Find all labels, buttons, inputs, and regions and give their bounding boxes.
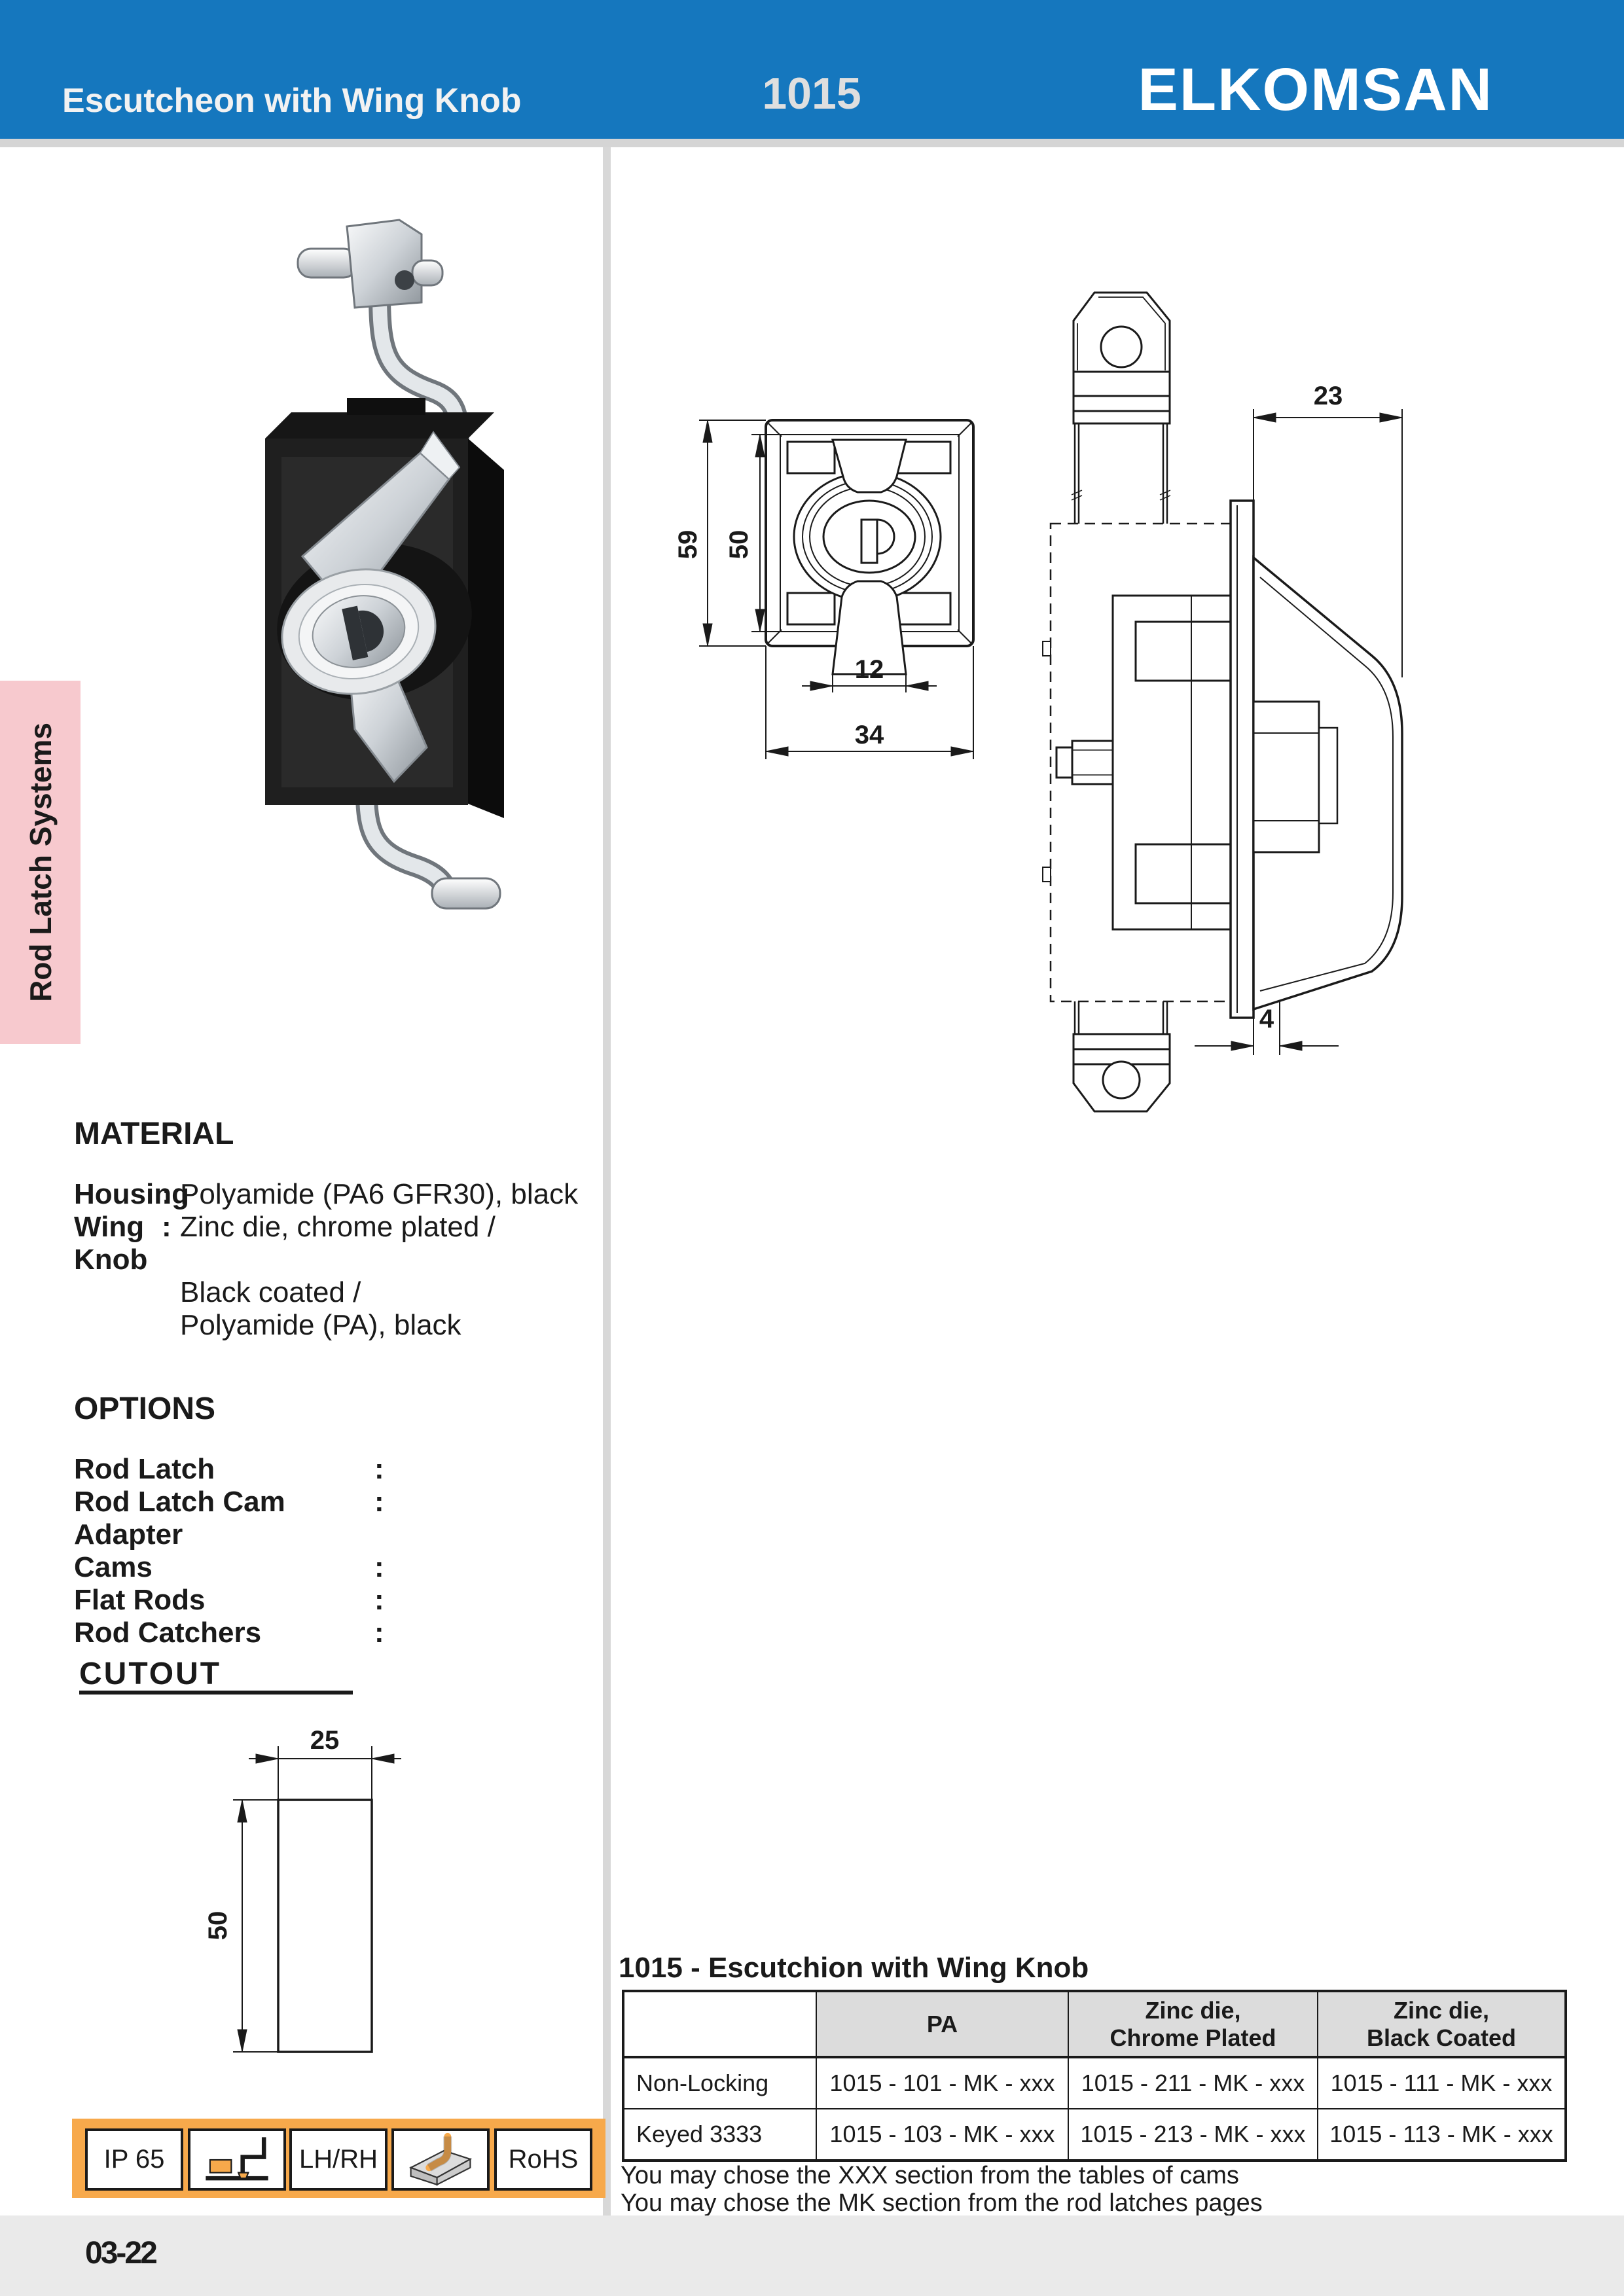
- material-row-wing-knob: Wing Knob : Zinc die, chrome plated /: [74, 1211, 496, 1276]
- part-number-table: PA Zinc die, Chrome Plated Zinc die, Bla…: [622, 1990, 1567, 2162]
- material-row-continuation: Polyamide (PA), black: [74, 1309, 578, 1342]
- note-line: You may chose the MK section from the ro…: [621, 2189, 1263, 2217]
- cutout-heading-underline: [79, 1691, 353, 1695]
- material-label: Housing: [74, 1178, 189, 1210]
- material-value: Zinc die, chrome plated /: [180, 1211, 496, 1243]
- cutout-heading: CUTOUT: [79, 1657, 222, 1691]
- dim-12: 12: [855, 655, 884, 684]
- column-divider: [603, 147, 611, 2215]
- table-row: Keyed 3333 1015 - 103 - MK - xxx 1015 - …: [623, 2108, 1566, 2161]
- category-tab: Rod Latch Systems: [0, 681, 81, 1044]
- material-value: Polyamide (PA6 GFR30), black: [180, 1178, 579, 1210]
- certification-strip: IP 65 LH/RH RoHS: [72, 2119, 605, 2198]
- top-bracket-head: [297, 219, 444, 309]
- material-row-continuation: Black coated /: [74, 1276, 578, 1309]
- knob-boss: [281, 568, 437, 695]
- brand-logo: ELKOMSAN: [1138, 56, 1493, 123]
- dim-23: 23: [1314, 382, 1343, 410]
- col-header-pa: PA: [816, 1990, 1069, 2058]
- product-photo: [265, 219, 504, 910]
- material-rows: Housing : Polyamide (PA6 GFR30), black W…: [74, 1178, 578, 1342]
- page-number: 03-22: [85, 2236, 158, 2270]
- table-row: Non-Locking 1015 - 101 - MK - xxx 1015 -…: [623, 2056, 1566, 2109]
- rod-channel-icon: [408, 2132, 473, 2186]
- part-number: 1015 - 111 - MK - xxx: [1317, 2056, 1566, 2109]
- option-row: Rod Catchers:: [74, 1617, 384, 1649]
- part-number: 1015 - 213 - MK - xxx: [1068, 2108, 1318, 2161]
- part-number: 1015 - 113 - MK - xxx: [1317, 2108, 1566, 2161]
- ip65-badge: IP 65: [85, 2128, 183, 2191]
- row-label: Non-Locking: [623, 2056, 817, 2109]
- product-code: 1015: [762, 69, 861, 118]
- cutout-drawing: 25 50: [204, 1726, 401, 2053]
- col-header-black: Zinc die, Black Coated: [1317, 1990, 1566, 2058]
- rod-channel-badge: [391, 2128, 490, 2191]
- options-rows: Rod Latch: Rod Latch Cam Adapter: Cams: …: [74, 1453, 384, 1649]
- table-notes: You may chose the XXX section from the t…: [621, 2162, 1263, 2217]
- col-header-chrome: Zinc die, Chrome Plated: [1068, 1990, 1318, 2058]
- option-row: Rod Latch Cam Adapter:: [74, 1486, 384, 1551]
- material-value: Black coated /: [180, 1276, 361, 1308]
- option-row: Rod Latch:: [74, 1453, 384, 1485]
- mount-orientation-badge: [188, 2128, 286, 2191]
- side-view-drawing: 23 4: [1042, 291, 1403, 1113]
- dim-cutout-50: 50: [204, 1911, 232, 1941]
- header-bar: Escutcheon with Wing Knob 1015 ELKOMSAN: [0, 0, 1624, 139]
- category-tab-label: Rod Latch Systems: [23, 723, 58, 1002]
- col-header-blank: [623, 1990, 817, 2058]
- dim-50: 50: [725, 530, 753, 560]
- front-view-drawing: 59 50 12 34: [674, 419, 975, 759]
- header-underline-band: [0, 139, 1624, 147]
- dim-59: 59: [674, 530, 702, 560]
- part-number: 1015 - 101 - MK - xxx: [816, 2056, 1069, 2109]
- table-title: 1015 - Escutchion with Wing Knob: [619, 1952, 1089, 1984]
- row-label: Keyed 3333: [623, 2108, 817, 2161]
- bottom-bracket-pin: [431, 877, 501, 910]
- material-row-housing: Housing : Polyamide (PA6 GFR30), black: [74, 1178, 579, 1210]
- footer-bar: 03-22: [0, 2215, 1624, 2296]
- dim-cutout-25: 25: [310, 1726, 340, 1755]
- options-heading: OPTIONS: [74, 1391, 216, 1426]
- page-title: Escutcheon with Wing Knob: [62, 82, 522, 120]
- dim-34: 34: [855, 721, 884, 749]
- material-heading: MATERIAL: [74, 1117, 234, 1151]
- option-row: Flat Rods:: [74, 1584, 384, 1616]
- lhrh-badge: LH/RH: [289, 2128, 388, 2191]
- table-header-row: PA Zinc die, Chrome Plated Zinc die, Bla…: [623, 1990, 1566, 2058]
- part-number: 1015 - 103 - MK - xxx: [816, 2108, 1069, 2161]
- material-value: Polyamide (PA), black: [180, 1309, 461, 1341]
- note-line: You may chose the XXX section from the t…: [621, 2162, 1239, 2189]
- rohs-badge: RoHS: [494, 2128, 592, 2191]
- part-number: 1015 - 211 - MK - xxx: [1068, 2056, 1318, 2109]
- mount-orientation-icon: [206, 2136, 268, 2180]
- material-label: Wing Knob: [74, 1211, 148, 1276]
- option-row: Cams:: [74, 1551, 384, 1583]
- keyhole: [342, 605, 384, 660]
- dim-4: 4: [1259, 1005, 1274, 1033]
